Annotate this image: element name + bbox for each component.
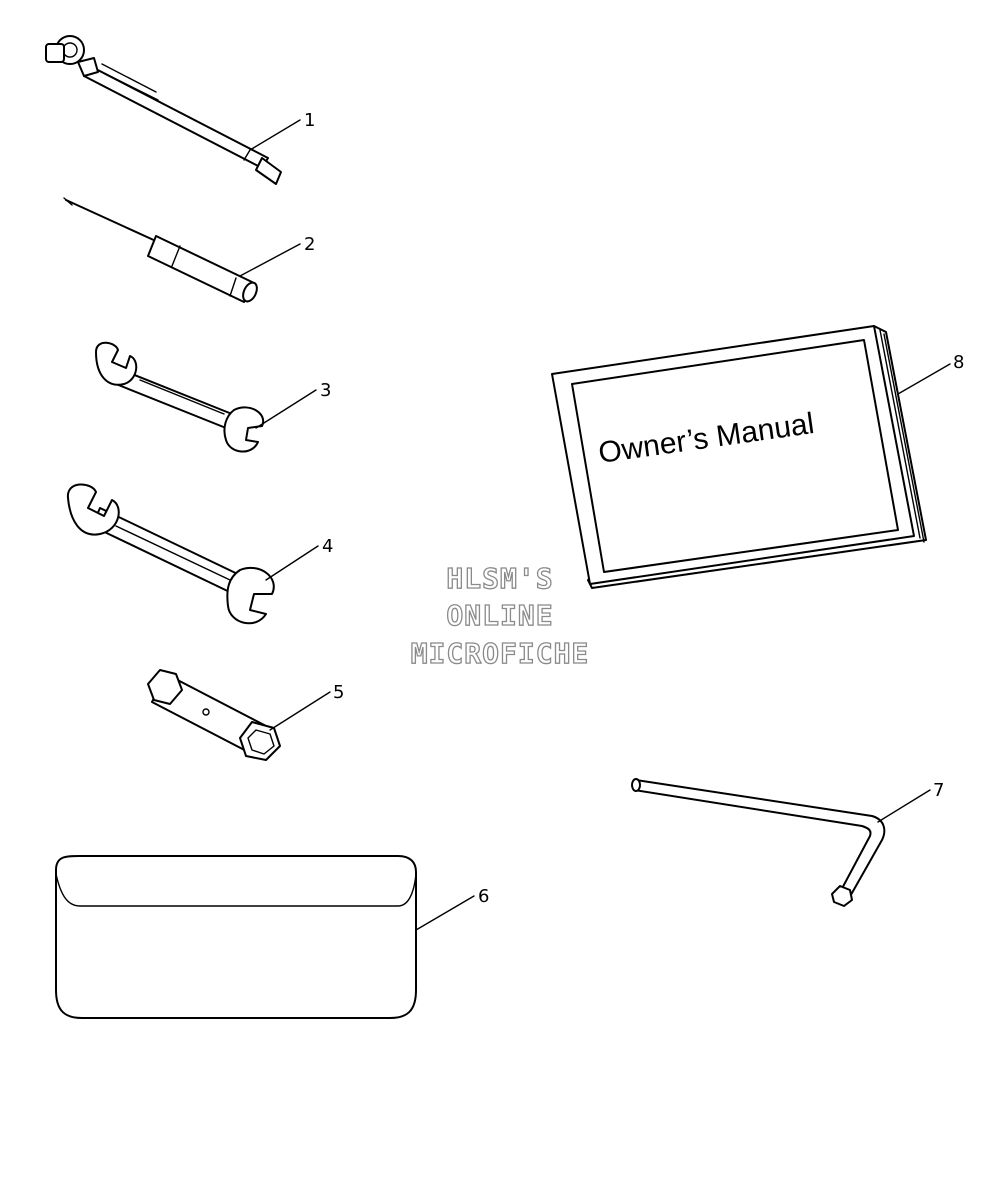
- callout-5: 5: [333, 682, 344, 703]
- callout-numbers: 1 2 3 4 5 6 7 8: [304, 110, 964, 907]
- callout-6: 6: [478, 886, 489, 907]
- leader-line-3: [255, 389, 317, 429]
- hex-key: [631, 778, 886, 907]
- callout-1: 1: [304, 110, 315, 131]
- small-wrench: [95, 341, 265, 453]
- spark-plug-socket: [147, 669, 281, 761]
- callout-7: 7: [933, 780, 944, 801]
- leader-line-8: [897, 363, 951, 395]
- leader-lines: [239, 119, 951, 931]
- owners-manual: Owner’s Manual: [551, 325, 927, 589]
- leader-line-1: [249, 119, 301, 151]
- watermark-line-1: HLSM'S: [446, 562, 553, 595]
- callout-2: 2: [304, 234, 315, 255]
- screwdriver: [63, 197, 258, 303]
- leader-line-7: [877, 789, 931, 823]
- leader-line-2: [239, 243, 301, 277]
- leader-line-5: [269, 691, 331, 731]
- leader-line-4: [265, 545, 319, 581]
- callout-8: 8: [953, 352, 964, 373]
- callout-3: 3: [320, 380, 331, 401]
- tire-pressure-gauge: [45, 35, 282, 185]
- callout-4: 4: [322, 536, 333, 557]
- watermark: HLSM'S ONLINE MICROFICHE: [410, 561, 590, 670]
- leader-line-6: [415, 895, 475, 931]
- tool-pouch: [55, 855, 417, 1019]
- watermark-line-2: ONLINE: [446, 599, 553, 632]
- watermark-line-3: MICROFICHE: [411, 637, 590, 670]
- large-wrench: [66, 483, 275, 625]
